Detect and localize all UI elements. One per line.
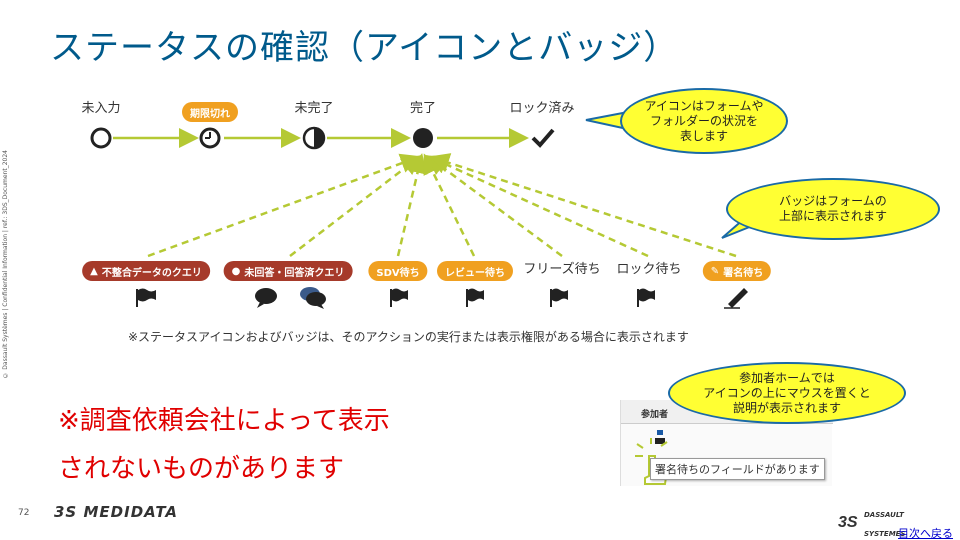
pencil-box-icon: ✎ xyxy=(710,265,720,277)
medidata-logo: 3S MEDIDATA xyxy=(54,503,178,521)
status-label-incomplete: 未完了 xyxy=(294,101,334,116)
pen-icon xyxy=(724,288,748,309)
tooltip: 署名待ちのフィールドがあります xyxy=(650,458,825,480)
dassault-logo: 3S DASSAULT SYSTEMES xyxy=(838,502,906,540)
speech-bubble-icon xyxy=(255,288,277,308)
column-participant: 参加者 xyxy=(641,410,669,420)
checkmark-icon xyxy=(531,128,555,148)
status-label-overdue: 期限切れ xyxy=(190,108,230,120)
half-circle-icon xyxy=(302,126,326,150)
filled-circle-icon xyxy=(413,128,433,148)
medidata-mark-icon: 3S xyxy=(54,503,78,521)
hover-sparkle xyxy=(635,438,668,457)
badge-label: SDV待ち xyxy=(376,267,420,279)
flag-icon xyxy=(637,288,655,307)
status-badge-overdue: 期限切れ xyxy=(182,102,238,122)
badge-review-pending: レビュー待ち xyxy=(437,261,513,281)
empty-circle-icon xyxy=(90,127,112,149)
clock-icon xyxy=(199,127,221,149)
flag-icon xyxy=(136,288,156,307)
svg-text:3S: 3S xyxy=(838,514,858,530)
badge-freeze-pending: フリーズ待ち xyxy=(523,262,601,277)
back-to-toc-link[interactable]: 目次へ戻る xyxy=(898,527,953,540)
badge-signature-pending: ✎ 署名待ち xyxy=(702,261,772,281)
callout-hover-note: 参加者ホームでは アイコンの上にマウスを置くと 説明が表示されます xyxy=(668,362,906,424)
warning-icon: ▲ xyxy=(90,265,98,277)
speech-bubbles-icon xyxy=(300,287,326,309)
callout-icons-note: アイコンはフォームや フォルダーの状況を 表します xyxy=(620,88,788,154)
badge-connectors xyxy=(147,153,737,258)
red-note-line1: ※調査依頼会社によって表示 xyxy=(58,406,390,436)
footnote: ※ステータスアイコンおよびバッジは、そのアクションの実行または表示権限がある場合… xyxy=(128,330,689,344)
page-title: ステータスの確認（アイコンとバッジ） xyxy=(50,28,679,68)
status-label-locked: ロック済み xyxy=(509,101,575,116)
page-number: 72 xyxy=(18,508,30,518)
badge-lock-pending: ロック待ち xyxy=(616,262,682,277)
callout-badges-note: バッジはフォームの 上部に表示されます xyxy=(726,178,940,240)
flag-icon xyxy=(466,288,484,307)
badge-label: レビュー待ち xyxy=(445,267,505,279)
speech-bubble-icon: ● xyxy=(231,265,241,277)
status-label-complete: 完了 xyxy=(409,101,437,116)
dassault-logo-line1: DASSAULT xyxy=(864,511,904,519)
pen-flag-icon xyxy=(655,430,665,444)
badge-label: 署名待ち xyxy=(723,267,764,279)
dassault-logo-line2: SYSTEMES xyxy=(864,530,906,538)
flag-icon xyxy=(550,288,568,307)
medidata-logo-text: MEDIDATA xyxy=(83,503,178,521)
status-label-unentered: 未入力 xyxy=(81,101,121,116)
dassault-mark-icon: 3S xyxy=(838,514,858,530)
badge-label: 不整合データのクエリ xyxy=(101,267,202,279)
flag-icons xyxy=(136,288,655,307)
badge-sdv-pending: SDV待ち xyxy=(368,261,428,281)
red-note-line2: されないものがあります xyxy=(58,454,345,484)
flag-icon xyxy=(390,288,408,307)
badge-open-answered-query: ● 未回答・回答済クエリ xyxy=(223,261,353,281)
badge-label: 未回答・回答済クエリ xyxy=(244,267,345,279)
badge-discrepancy-query: ▲ 不整合データのクエリ xyxy=(82,261,210,281)
